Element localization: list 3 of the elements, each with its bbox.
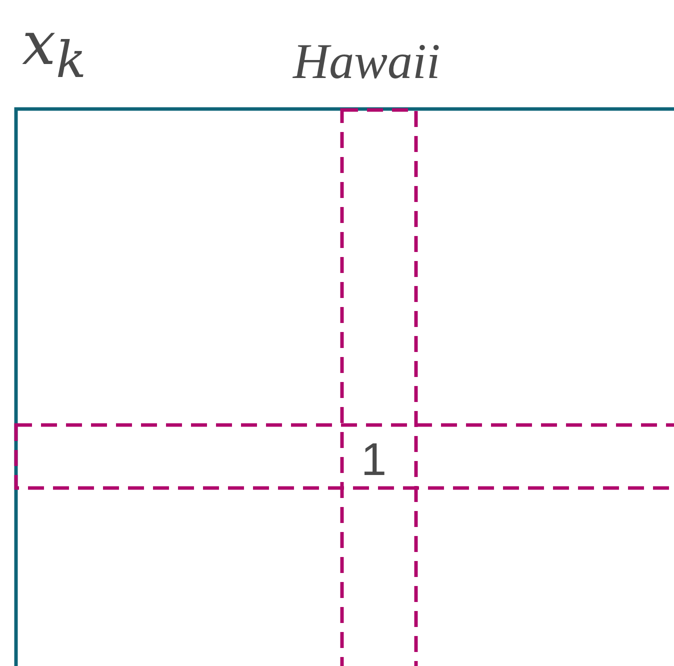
variable-label: x$_{k}$	[22, 14, 86, 85]
column-header: Hawaii	[293, 36, 440, 86]
cell-value: 1	[361, 436, 387, 482]
